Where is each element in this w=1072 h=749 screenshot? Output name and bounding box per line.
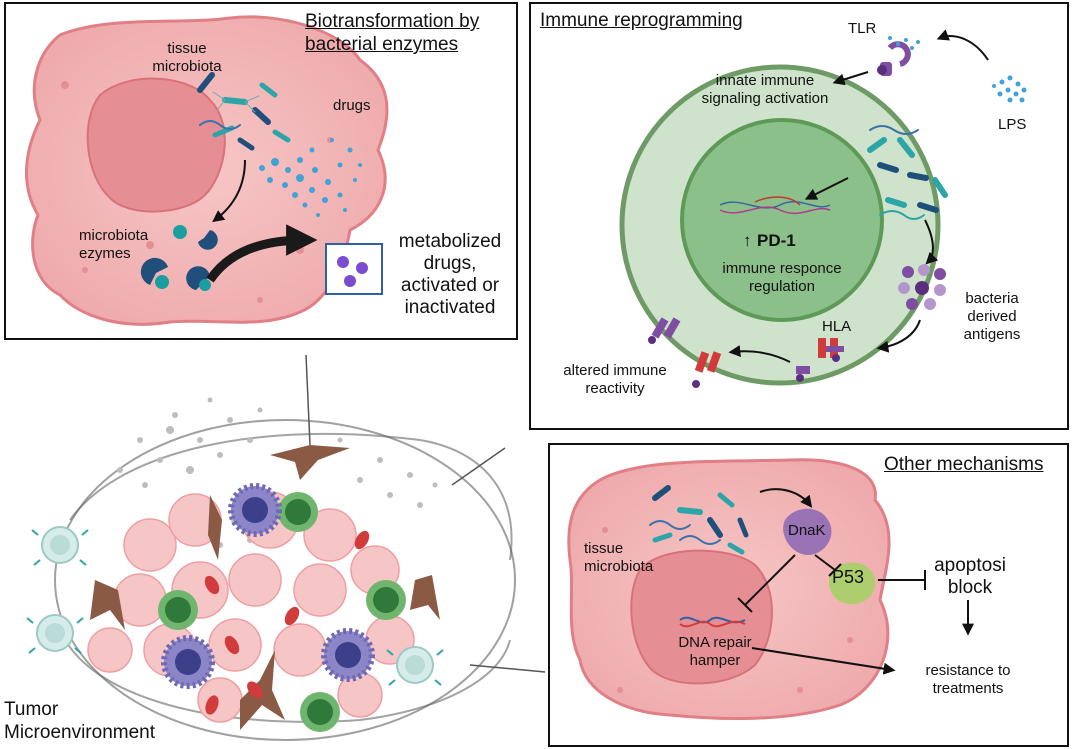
immune-regulation-label-1: immune responce xyxy=(722,260,842,277)
dnak-protein xyxy=(783,508,832,555)
macrophage-cells xyxy=(161,483,375,689)
microbiota-enzymes-label-b: ezymes xyxy=(79,245,131,262)
panel-biotransformation-title-line2: bacterial enzymes xyxy=(305,34,459,55)
panel-biotransformation-title-line1: Biotransformation by xyxy=(305,11,480,32)
metabolized-label-3: activated or xyxy=(400,275,500,296)
tissue-microbiota-label-2a: tissue xyxy=(584,540,624,557)
t-cells-outside xyxy=(26,526,444,686)
tme-label-1: Tumor xyxy=(4,699,59,720)
dna-strand-immune xyxy=(719,196,831,215)
arrow-to-metabolized xyxy=(206,224,318,283)
lps-cluster xyxy=(992,75,1027,103)
tlr-label: TLR xyxy=(848,20,877,37)
altered-label-2: reactivity xyxy=(585,380,645,397)
tme-label-2: Microenvironment xyxy=(4,722,155,743)
host-cell-nucleus xyxy=(86,77,226,213)
arrow-lps-to-tlr xyxy=(936,29,989,61)
altered-receptor-purple xyxy=(648,317,681,344)
hla-label: HLA xyxy=(822,318,852,335)
pd1-up-arrow: ↑ xyxy=(743,231,752,250)
arrow-dna-to-resistance xyxy=(751,647,896,675)
tlr-receptor xyxy=(877,41,911,76)
fibroblast-cells xyxy=(90,445,440,730)
hla-receptor xyxy=(818,338,844,362)
bacteria-antigens-label-1: bacteria xyxy=(965,290,1019,307)
immune-cell-nucleus xyxy=(680,118,884,322)
bacteria-cluster-other xyxy=(649,485,749,555)
arrow-bacteria-to-dnak xyxy=(759,488,813,508)
microbiota-enzymes xyxy=(140,225,218,291)
dna-repair-label-2: hamper xyxy=(689,652,741,669)
pd1-label: PD-1 xyxy=(757,231,796,250)
arrow-microbiota-to-enzymes xyxy=(212,159,246,223)
arrow-bacteria-to-antigens xyxy=(924,219,939,265)
arrow-antigens-to-hla xyxy=(876,319,921,353)
panel-immune-title: Immune reprogramming xyxy=(540,10,743,31)
panel-other-title: Other mechanisms xyxy=(884,454,1044,475)
immune-regulation-label-2: regulation xyxy=(749,278,815,295)
altered-receptor-red xyxy=(692,351,722,388)
host-cell-nucleus-2 xyxy=(630,549,773,685)
metabolized-drugs-box xyxy=(325,243,383,295)
drug-particles xyxy=(259,138,362,217)
tissue-microbiota-label-1a: tissue xyxy=(167,40,207,57)
inhibit-dnak-dna xyxy=(744,554,796,606)
apoptosis-label-1: apoptosi xyxy=(934,555,1006,576)
bacteria-cluster-immune xyxy=(867,125,948,220)
metabolized-label-1: metabolized xyxy=(398,231,502,252)
lps-label: LPS xyxy=(998,116,1027,133)
bacteria-cluster-1 xyxy=(197,72,291,151)
innate-label-2: signaling activation xyxy=(701,90,829,107)
arrow-tlr-to-signaling xyxy=(832,71,869,86)
receptor-membrane xyxy=(796,366,810,382)
tissue-microbiota-label-2b: microbiota xyxy=(584,558,654,575)
arrow-to-nucleus xyxy=(804,177,849,200)
microbiota-enzymes-label-a: microbiota xyxy=(79,227,149,244)
innate-label-1: innate immune xyxy=(715,72,815,89)
arrow-to-altered xyxy=(728,345,791,363)
lps-particles-tlr xyxy=(888,36,920,50)
bacteria-antigens-label-2: derived xyxy=(967,308,1017,325)
dna-strand-other xyxy=(679,616,746,628)
lymphocyte-cells xyxy=(158,492,406,732)
dna-repair-label-1: DNA repair xyxy=(678,634,752,651)
altered-label-1: altered immune xyxy=(563,362,667,379)
resistance-label-2: treatments xyxy=(932,680,1004,697)
dnak-label: DnaK xyxy=(788,522,826,539)
p53-label: P53 xyxy=(832,567,865,587)
p53-protein xyxy=(828,562,876,605)
resistance-label-1: resistance to xyxy=(925,662,1011,679)
metabolized-label-4: inactivated xyxy=(404,297,496,318)
apoptosis-label-2: block xyxy=(947,577,993,598)
bacteria-antigens-label-3: antigens xyxy=(963,326,1021,343)
inhibit-dnak-p53 xyxy=(814,554,836,571)
drugs-label: drugs xyxy=(333,97,371,114)
antigen-cluster xyxy=(898,264,946,310)
tme-area xyxy=(26,354,546,741)
tissue-microbiota-label-1b: microbiota xyxy=(152,58,222,75)
metabolized-label-2: drugs, xyxy=(423,253,477,274)
